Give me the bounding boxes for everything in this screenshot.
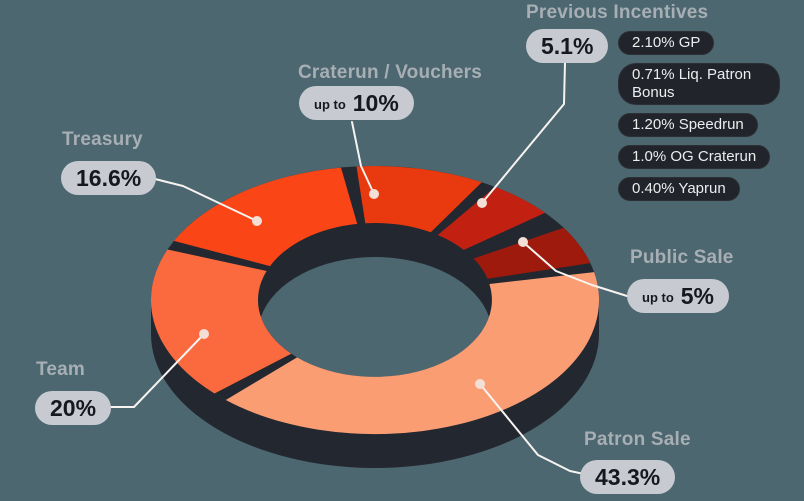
treasury-value-pill: 16.6% [61,161,157,195]
treasury-title: Treasury [62,129,143,150]
previous-incentives-breakdown-list: 2.10% GP 0.71% Liq. Patron Bonus 1.20% Spe… [618,31,780,209]
breakdown-pill-1: 0.71% Liq. Patron Bonus [618,63,780,105]
team-value-pill: 20% [35,391,112,425]
segment-craterun [356,166,482,233]
segment-previous_incentives [437,186,546,250]
donut-hole [260,257,490,377]
craterun-value-pill: up to 10% [299,86,414,120]
leader-dot-team [199,329,209,339]
leader-line-public_sale [522,241,628,297]
previous-incentives-title: Previous Incentives [526,2,709,23]
leader-dot-previous_incentives [477,198,487,208]
public-sale-value: 5% [680,282,715,309]
segment-public_sale [473,227,591,279]
team-value: 20% [50,394,97,421]
patron-sale-value: 43.3% [595,463,661,490]
leader-dot-public_sale [518,237,528,247]
breakdown-pill-4: 0.40% Yaprun [618,177,740,201]
donut-outer-wall [151,300,599,468]
previous-incentives-value: 5.1% [541,32,594,59]
breakdown-pill-3: 1.0% OG Craterun [618,145,771,169]
treasury-value: 16.6% [76,164,142,191]
public-sale-value-pill: up to 5% [627,279,730,313]
segment-team [150,249,292,394]
segment-patron_sale [225,272,600,435]
breakdown-pill-0: 2.10% GP [618,31,715,55]
patron-sale-value-pill: 43.3% [580,460,676,494]
leader-dot-patron_sale [475,379,485,389]
craterun-upto-prefix: up to [314,96,346,112]
leader-line-treasury [146,176,258,222]
public-sale-upto-prefix: up to [642,289,674,305]
segment-treasury [173,167,358,267]
patron-sale-title: Patron Sale [584,429,691,450]
team-title: Team [36,359,86,380]
leader-dot-craterun [369,189,379,199]
previous-incentives-value-pill: 5.1% [526,29,609,63]
leader-line-craterun [351,121,375,195]
leader-line-previous_incentives [481,61,566,204]
breakdown-pill-2: 1.20% Speedrun [618,113,758,137]
leader-dot-treasury [252,216,262,226]
leader-line-team [102,333,205,408]
leader-line-patron_sale [479,383,585,475]
public-sale-title: Public Sale [630,247,734,268]
craterun-value: 10% [352,89,399,116]
craterun-title: Craterun / Vouchers [298,62,482,83]
